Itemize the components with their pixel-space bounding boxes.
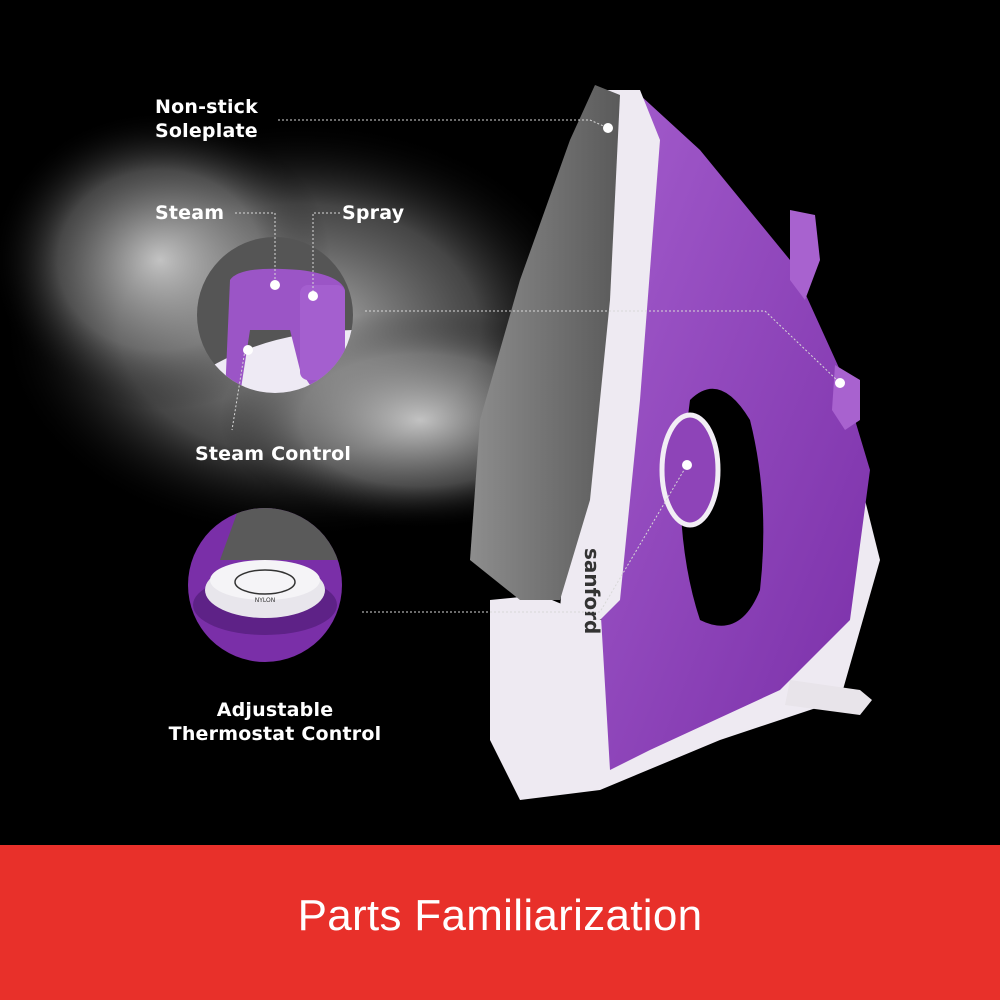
label-line: Thermostat Control <box>168 723 382 745</box>
label-steam-control: Steam Control <box>195 443 352 465</box>
label-line: Soleplate <box>155 120 258 142</box>
callout-dots <box>243 123 845 470</box>
label-line: Non-stick <box>155 96 258 118</box>
product-image-area: sanford NYLON <box>0 85 880 800</box>
banner-title: Parts Familiarization <box>297 891 703 940</box>
brand-logo: sanford <box>580 548 604 634</box>
label-nonstick-soleplate: Non-stick Soleplate <box>155 95 258 143</box>
label-adjustable-thermostat: Adjustable Thermostat Control <box>160 698 390 746</box>
steam-iron-illustration: sanford NYLON <box>0 85 880 800</box>
label-spray: Spray <box>342 202 405 224</box>
label-steam: Steam <box>155 202 225 224</box>
dial-marking: NYLON <box>255 597 276 604</box>
label-line: Adjustable <box>216 699 334 721</box>
steam-iron <box>470 85 880 800</box>
leader-lines <box>231 119 841 613</box>
title-banner: Parts Familiarization <box>0 845 1000 1000</box>
